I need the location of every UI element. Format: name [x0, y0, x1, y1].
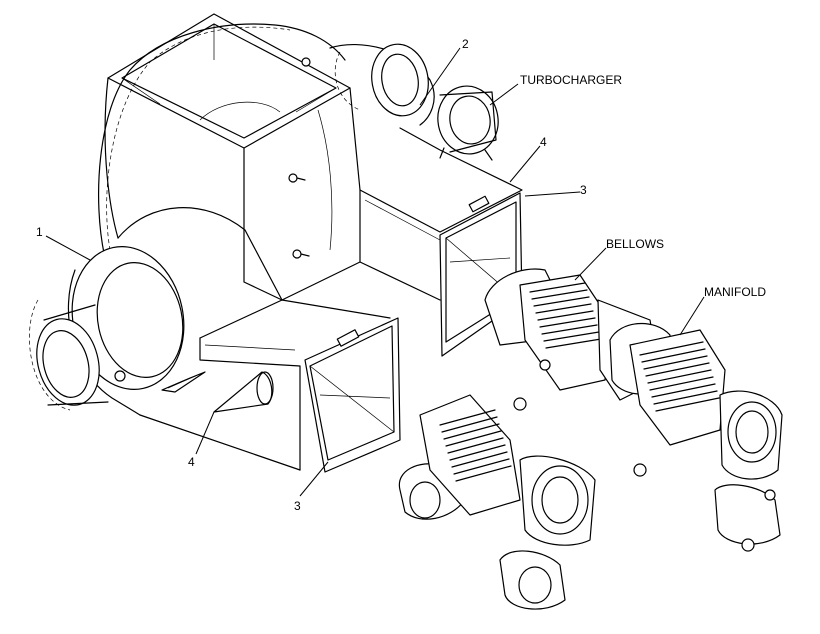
leader-2 — [419, 47, 461, 106]
leader-manifold — [679, 296, 705, 336]
label-turbocharger: TURBOCHARGER — [520, 73, 622, 87]
labels: 1 2 TURBOCHARGER 4 3 BELLOWS MANIFOLD 4 … — [36, 37, 766, 513]
label-manifold: MANIFOLD — [704, 285, 766, 299]
callout-3-lower: 3 — [294, 499, 301, 513]
gasket-plate-lower — [304, 317, 401, 473]
leader-turbo — [489, 83, 519, 106]
manifold-assembly-lower — [398, 394, 596, 610]
callout-1: 1 — [36, 225, 43, 239]
leader-4-lower — [195, 411, 215, 455]
callout-2: 2 — [462, 37, 469, 51]
leader-1 — [45, 235, 91, 261]
leader-lines — [45, 47, 705, 497]
callout-4-upper: 4 — [540, 135, 547, 149]
leader-3-upper — [524, 191, 581, 197]
label-bellows: BELLOWS — [606, 237, 664, 251]
damper-cone — [213, 371, 274, 413]
leader-4-upper — [509, 145, 541, 183]
bellows-middle — [529, 282, 602, 349]
manifold-assembly-upper — [609, 322, 783, 552]
bellows-upper — [639, 341, 720, 412]
leader-3-lower — [299, 461, 329, 497]
callout-3-upper: 3 — [580, 183, 587, 197]
callout-4-lower: 4 — [188, 455, 195, 469]
bellows-lower — [439, 409, 512, 482]
turbocharger — [329, 43, 499, 161]
aftercooler-housing — [29, 13, 523, 471]
leader-bellows — [574, 247, 607, 281]
